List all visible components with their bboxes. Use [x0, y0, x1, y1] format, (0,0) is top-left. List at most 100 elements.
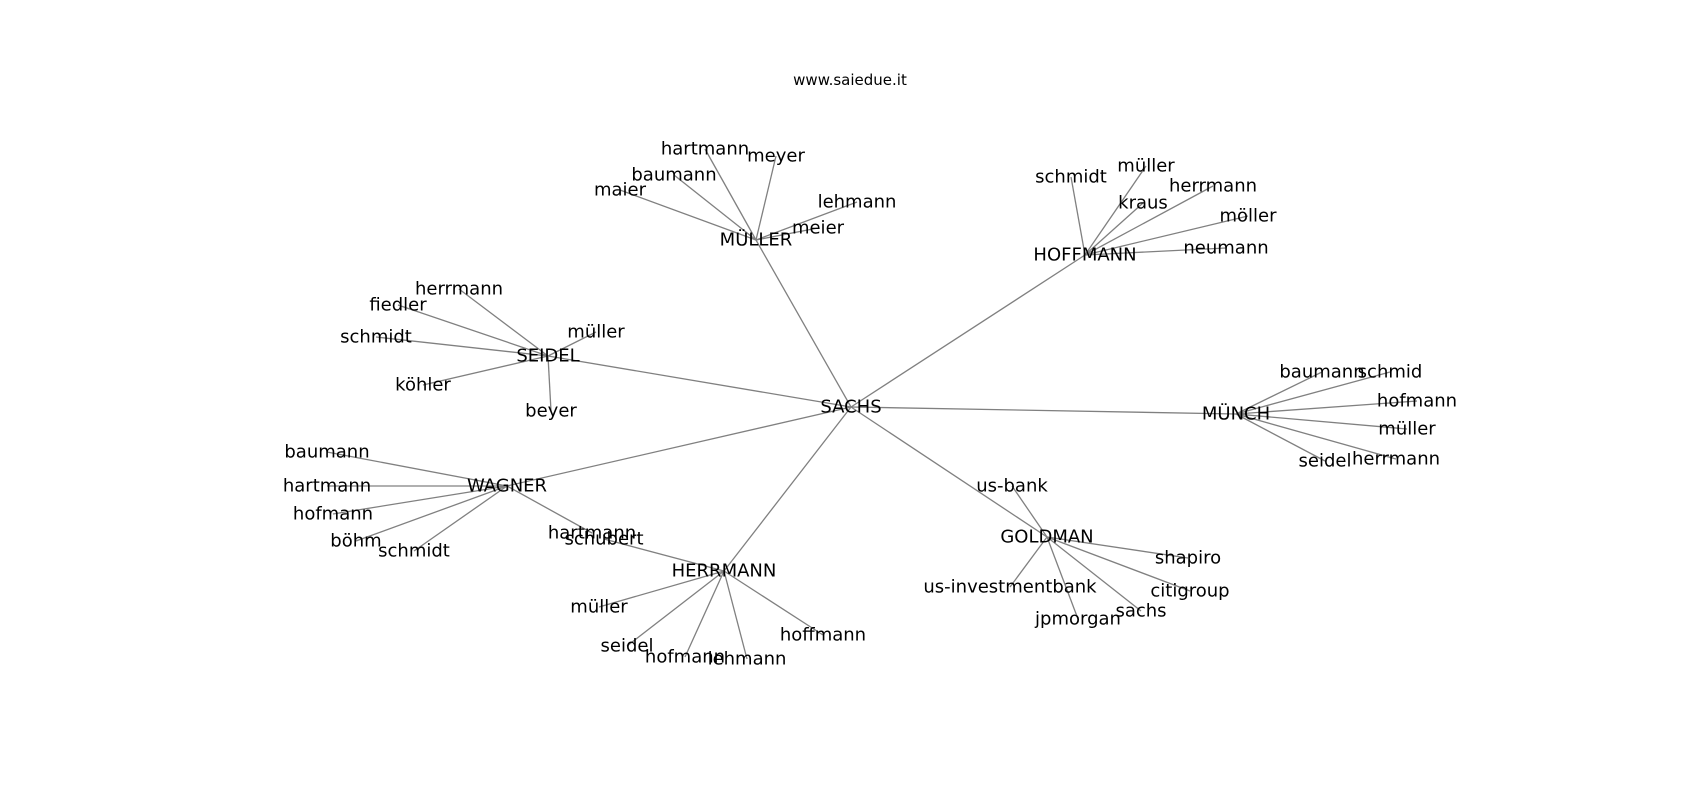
leaf-node-label: herrmann [1169, 176, 1257, 197]
leaf-node-label: herrmann [415, 279, 503, 300]
leaf-node-label: seidel [1299, 451, 1352, 472]
leaf-node-label: fiedler [369, 295, 427, 316]
edge-hub-leaf [603, 538, 725, 572]
edge-hub-leaf [1235, 371, 1391, 415]
edge-hub-leaf [723, 570, 824, 636]
leaf-node-label: kraus [1118, 193, 1168, 214]
leaf-node-label: schubert [564, 529, 643, 550]
edge-hub-leaf [1009, 536, 1048, 588]
leaf-node-label: schmidt [378, 541, 450, 562]
edge-hub-leaf [1011, 485, 1048, 538]
leaf-node-label: hofmann [293, 504, 373, 525]
edge-hub-leaf [723, 570, 748, 660]
edge-hub-leaf [1235, 413, 1408, 430]
leaf-node-label: hofmann [1377, 391, 1457, 412]
leaf-node-label: beyer [525, 401, 577, 422]
edge-hub-leaf [1084, 215, 1249, 256]
edge-center-hub [755, 239, 852, 408]
leaf-node-label: böhm [330, 531, 381, 552]
leaf-node-label: hofmann [645, 647, 725, 668]
edge-hub-leaf [422, 355, 549, 386]
label-layer: SACHSMÜLLERhartmannmeyerbaumannmaierlehm… [283, 139, 1457, 670]
edge-hub-leaf [619, 189, 757, 241]
edge-hub-leaf [326, 451, 508, 487]
leaf-node-label: citigroup [1150, 581, 1229, 602]
leaf-node-label: us-bank [976, 476, 1048, 497]
edge-hub-leaf [1070, 176, 1086, 256]
edge-hub-leaf [1046, 536, 1079, 620]
edge-hub-leaf [755, 227, 819, 241]
edge-hub-leaf [1235, 413, 1397, 460]
edge-center-hub [850, 406, 1237, 415]
edge-hub-leaf [1235, 413, 1326, 462]
edge-hub-leaf [755, 201, 858, 241]
leaf-node-label: seidel [601, 636, 654, 657]
leaf-node-label: us-investmentbank [923, 577, 1097, 598]
watermark: www.saiedue.it [793, 71, 907, 89]
edge-center-hub [506, 406, 852, 487]
leaf-node-label: jpmorgan [1034, 609, 1121, 630]
leaf-node-label: müller [567, 322, 625, 343]
edge-hub-leaf [1084, 185, 1214, 256]
edge-hub-leaf [1046, 536, 1191, 592]
leaf-node-label: hartmann [283, 476, 371, 497]
hub-node-label: WAGNER [467, 476, 547, 497]
hub-node-label: HOFFMANN [1033, 245, 1136, 266]
leaf-node-label: schmid [1358, 362, 1423, 383]
leaf-node-label: herrmann [1352, 449, 1440, 470]
hub-node-label: SEIDEL [516, 346, 579, 367]
hub-node-label: MÜLLER [720, 229, 793, 251]
edge-center-hub [850, 254, 1086, 408]
edge-hub-leaf [755, 155, 777, 241]
edge-center-hub [723, 406, 852, 572]
leaf-node-label: sachs [1115, 601, 1166, 622]
edge-hub-leaf [1046, 536, 1189, 559]
center-node-label: SACHS [820, 397, 881, 418]
edge-hub-leaf [332, 485, 508, 515]
edge-hub-leaf [1084, 247, 1227, 256]
edge-hub-leaf [547, 355, 552, 412]
leaf-node-label: köhler [395, 375, 451, 396]
leaf-node-label: meier [792, 218, 845, 239]
edge-hub-leaf [1235, 400, 1418, 415]
leaf-node-label: schmidt [1035, 167, 1107, 188]
edge-hub-leaf [704, 148, 757, 241]
edge-hub-leaf [1084, 165, 1147, 256]
edge-hub-leaf [397, 304, 549, 357]
leaf-node-label: baumann [631, 165, 716, 186]
edge-hub-leaf [355, 485, 508, 542]
edge-hub-leaf [1084, 202, 1144, 256]
edge-hub-leaf [673, 174, 757, 241]
edge-hub-leaf [506, 485, 593, 534]
leaf-node-label: lehmann [708, 649, 787, 670]
leaf-node-label: müller [570, 597, 628, 618]
edge-hub-leaf [626, 570, 725, 647]
leaf-node-label: meyer [747, 146, 805, 167]
leaf-node-label: müller [1378, 419, 1436, 440]
edge-hub-leaf [598, 570, 725, 608]
edge-hub-leaf [458, 288, 549, 357]
leaf-node-label: hartmann [661, 139, 749, 160]
hub-node-label: GOLDMAN [1000, 527, 1093, 548]
edge-layer [326, 148, 1418, 660]
edge-hub-leaf [1046, 536, 1142, 612]
leaf-node-label: lehmann [818, 192, 897, 213]
leaf-node-label: müller [1117, 156, 1175, 177]
edge-hub-leaf [413, 485, 508, 552]
hub-node-label: MÜNCH [1202, 403, 1270, 425]
leaf-node-label: möller [1219, 206, 1277, 227]
leaf-node-label: maier [594, 180, 647, 201]
hub-node-label: HERRMANN [672, 561, 777, 582]
leaf-node-label: schmidt [340, 327, 412, 348]
leaf-node-label: hoffmann [780, 625, 866, 646]
edge-hub-leaf [547, 331, 597, 357]
leaf-node-label: shapiro [1155, 548, 1221, 569]
edge-hub-leaf [375, 336, 549, 357]
leaf-node-label: hartmann [548, 523, 636, 544]
edge-center-hub [547, 355, 852, 408]
leaf-node-label: baumann [284, 442, 369, 463]
edge-hub-leaf [684, 570, 725, 658]
edge-hub-leaf [1235, 371, 1323, 415]
leaf-node-label: baumann [1279, 362, 1364, 383]
